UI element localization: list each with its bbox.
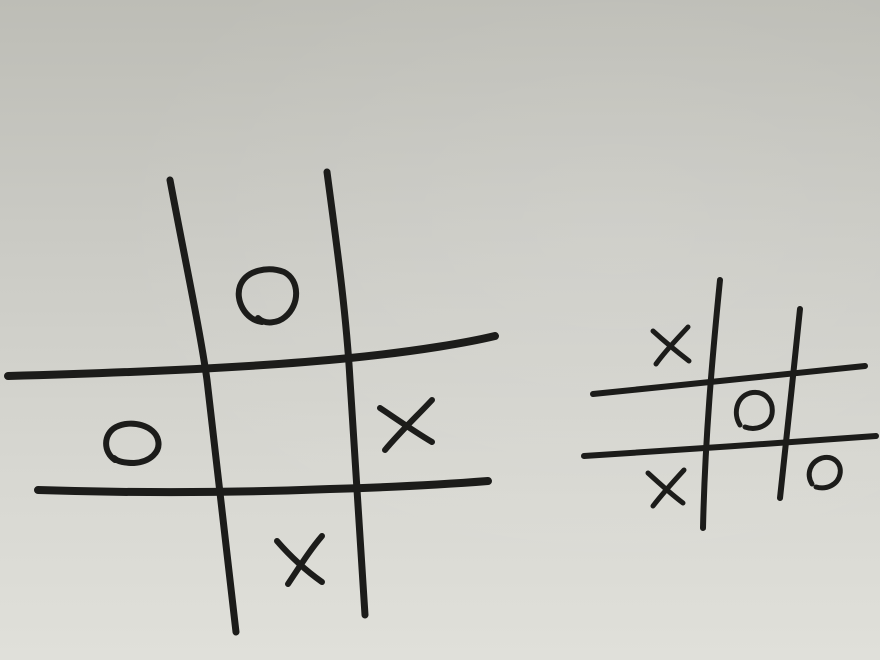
- o-mark: [733, 389, 775, 431]
- large-board-grid: [4, 168, 499, 636]
- x-mark: [645, 467, 687, 509]
- grid-line: [323, 168, 369, 619]
- grid-line: [700, 277, 723, 531]
- x-mark: [274, 533, 325, 587]
- x-mark: [377, 397, 435, 453]
- grid-line: [4, 332, 499, 380]
- grid-line: [590, 363, 868, 397]
- small-board: [581, 277, 879, 531]
- small-board-grid: [581, 277, 879, 531]
- grid-line: [777, 306, 803, 501]
- grid-line: [581, 433, 879, 459]
- grid-line: [34, 477, 492, 497]
- large-board-marks: [103, 266, 435, 587]
- small-board-marks: [645, 324, 843, 509]
- x-mark: [650, 324, 692, 367]
- grid-line: [166, 176, 240, 636]
- large-board: [4, 168, 499, 636]
- o-mark: [103, 420, 162, 466]
- o-mark: [235, 266, 300, 326]
- o-mark: [806, 454, 843, 491]
